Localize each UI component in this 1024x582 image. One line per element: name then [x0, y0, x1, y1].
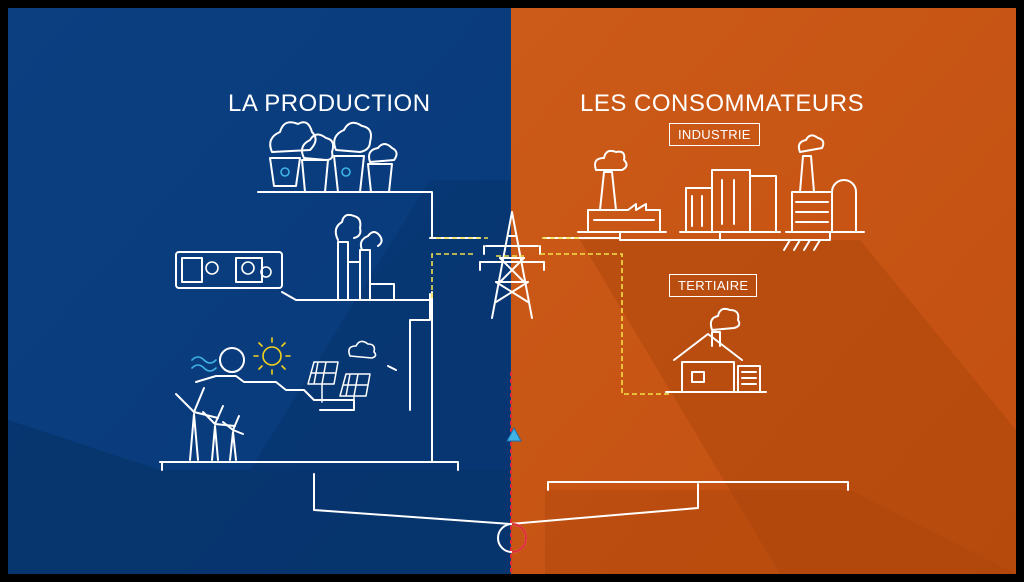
factory-icon [783, 134, 865, 251]
production-bus-line [409, 293, 433, 411]
wind-turbine-icon [175, 387, 244, 461]
tertiary-label: TERTIAIRE [669, 274, 758, 297]
cloud-icon [269, 121, 398, 163]
factory-icon [679, 169, 781, 233]
nuclear-plant-icon [257, 121, 433, 239]
industry-bus-line [619, 231, 831, 241]
cloud-icon [348, 340, 377, 359]
house-icon [665, 307, 767, 393]
sun-icon [253, 337, 291, 375]
factory-icon [577, 149, 667, 233]
production-title: LA PRODUCTION [228, 90, 431, 117]
industry-label: INDUSTRIE [669, 123, 760, 146]
consumers-title: LES CONSOMMATEURS [580, 90, 865, 117]
solar-panel-icon [307, 361, 371, 409]
production-bracket [161, 461, 459, 471]
thermal-plant-icon [331, 213, 413, 301]
consumers-bracket [547, 481, 849, 491]
pylon-icon [479, 211, 545, 319]
energy-flow-line [431, 237, 670, 395]
gear-icon [205, 261, 272, 278]
wave-icon [191, 356, 217, 372]
triangle-icon [506, 426, 522, 442]
nuclear-icon [280, 167, 351, 177]
consumers-panel [511, 8, 1016, 574]
